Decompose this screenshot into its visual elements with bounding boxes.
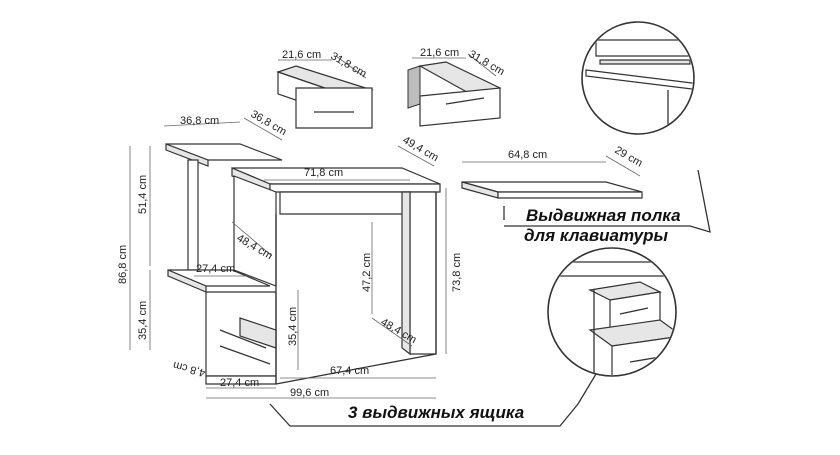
dimension-lines <box>129 117 641 399</box>
keyboard-shelf-illustration <box>461 181 643 199</box>
drawer-1-illustration <box>276 55 374 129</box>
drawer-1-width-label: 21,6 cm <box>282 49 321 61</box>
drawers-caption-arrow <box>577 373 597 405</box>
under-width-label: 67,4 cm <box>330 365 369 377</box>
drawers-caption-bracket <box>269 403 579 427</box>
keyboard-detail-circle <box>581 21 695 135</box>
drawer-1-depth-label: 31,8 cm <box>329 50 369 80</box>
drawer-2-illustration <box>407 53 502 127</box>
drawer-2-depth-label: 31,8 cm <box>467 48 507 78</box>
drawers-caption: 3 выдвижных ящика <box>348 403 524 422</box>
drawers-detail-circle <box>547 247 677 377</box>
keyboard-caption-arrow <box>689 169 711 233</box>
desk-illustration <box>165 143 441 385</box>
keyboard-width-label: 64,8 cm <box>508 149 547 161</box>
total-height-label: 86,8 cm <box>117 245 129 284</box>
shelf-width-label: 36,8 cm <box>180 115 219 127</box>
inner-height-label: 47,2 cm <box>361 253 373 292</box>
base-width-label: 27,4 cm <box>220 377 259 389</box>
top-depth-label: 49,4 cm <box>401 134 441 164</box>
drawer-2-width-label: 21,6 cm <box>420 47 459 59</box>
inner-width-upper-label: 27,4 cm <box>196 263 235 275</box>
keyboard-shelf-caption-2: для клавиатуры <box>524 226 669 245</box>
panel-thickness-label: 4,8 cm <box>172 359 207 379</box>
shelf-depth-label: 36,8 cm <box>249 108 289 138</box>
keyboard-shelf-caption-1: Выдвижная полка <box>526 206 681 225</box>
keyboard-depth-label: 29 cm <box>613 144 645 169</box>
top-width-label: 71,8 cm <box>304 167 343 179</box>
overall-width-label: 99,6 cm <box>290 387 329 399</box>
drawer-height-label: 35,4 cm <box>287 307 299 346</box>
desk-height-label: 73,8 cm <box>451 253 463 292</box>
upper-height-label: 51,4 cm <box>137 175 149 214</box>
lower-height-label: 35,4 cm <box>137 301 149 340</box>
